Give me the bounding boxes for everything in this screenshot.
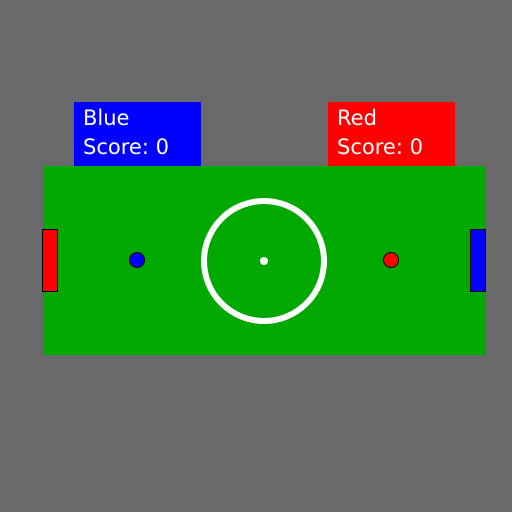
red-team-scoreboard: Red Score: 0 bbox=[328, 102, 455, 166]
blue-player bbox=[129, 252, 145, 268]
center-circle bbox=[201, 198, 327, 324]
blue-team-score: Score: 0 bbox=[83, 135, 169, 159]
ball bbox=[260, 257, 268, 265]
left-goal bbox=[42, 229, 58, 292]
red-team-score: Score: 0 bbox=[337, 135, 423, 159]
red-player bbox=[383, 252, 399, 268]
blue-team-name: Blue bbox=[83, 106, 130, 130]
blue-team-scoreboard: Blue Score: 0 bbox=[74, 102, 201, 166]
right-goal bbox=[470, 229, 486, 292]
red-team-name: Red bbox=[337, 106, 377, 130]
